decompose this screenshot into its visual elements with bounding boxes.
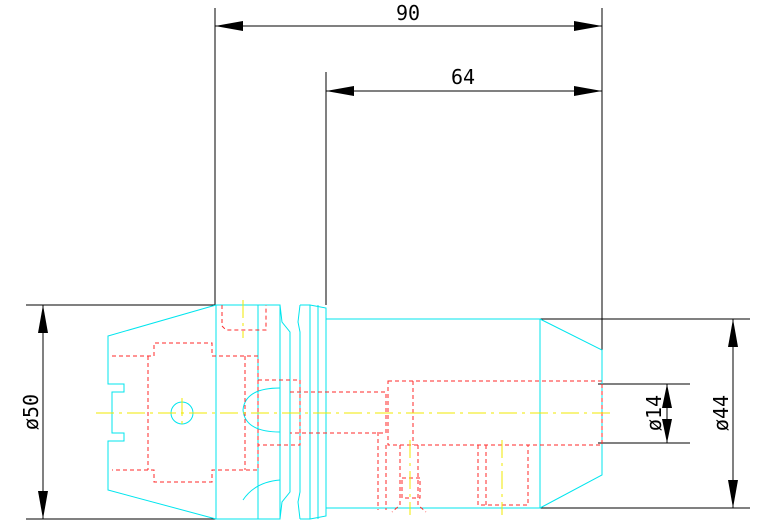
arrowhead-bottom bbox=[728, 480, 738, 508]
arrowhead-bottom bbox=[38, 491, 48, 519]
dimension-flange-diameter: ø50 bbox=[19, 304, 220, 520]
keyway-top bbox=[221, 305, 267, 331]
taper-shank-outline bbox=[107, 304, 217, 520]
dimension-body-diameter: ø44 bbox=[540, 318, 750, 509]
dimension-shank-length: 64 bbox=[325, 65, 602, 305]
arrowhead-right bbox=[574, 86, 602, 96]
arrowhead-top bbox=[662, 384, 672, 408]
dimension-overall-length: 90 bbox=[214, 1, 603, 350]
set-screw-taper-2 bbox=[417, 445, 427, 513]
slot-arc-top bbox=[242, 387, 281, 411]
v-groove-left bbox=[279, 304, 291, 520]
arrowhead-top bbox=[38, 305, 48, 333]
side-screw bbox=[477, 445, 529, 506]
flange-outline bbox=[215, 304, 281, 520]
collar-outline bbox=[309, 304, 327, 520]
internal-cavity bbox=[112, 342, 259, 483]
tool-bore bbox=[387, 380, 603, 446]
arrowhead-bottom bbox=[662, 419, 672, 443]
hidden-features bbox=[112, 305, 603, 513]
keyway-arc bbox=[242, 479, 281, 501]
arrowhead-left bbox=[326, 86, 354, 96]
drawbar-bore bbox=[258, 379, 301, 446]
dimension-bore-diameter: ø14 bbox=[598, 383, 690, 444]
arrowhead-right bbox=[574, 21, 602, 31]
set-screw-taper bbox=[391, 445, 401, 513]
center-lines bbox=[96, 300, 615, 515]
coolant-bore bbox=[290, 391, 387, 434]
shank-length-label: 64 bbox=[451, 65, 475, 89]
set-screw-head bbox=[401, 477, 421, 499]
arrowhead-top bbox=[728, 319, 738, 347]
flange-diameter-label: ø50 bbox=[19, 394, 43, 430]
overall-length-label: 90 bbox=[396, 1, 420, 25]
arrowhead-left bbox=[215, 21, 243, 31]
body-diameter-label: ø44 bbox=[709, 395, 733, 431]
bore-diameter-label: ø14 bbox=[642, 395, 666, 431]
